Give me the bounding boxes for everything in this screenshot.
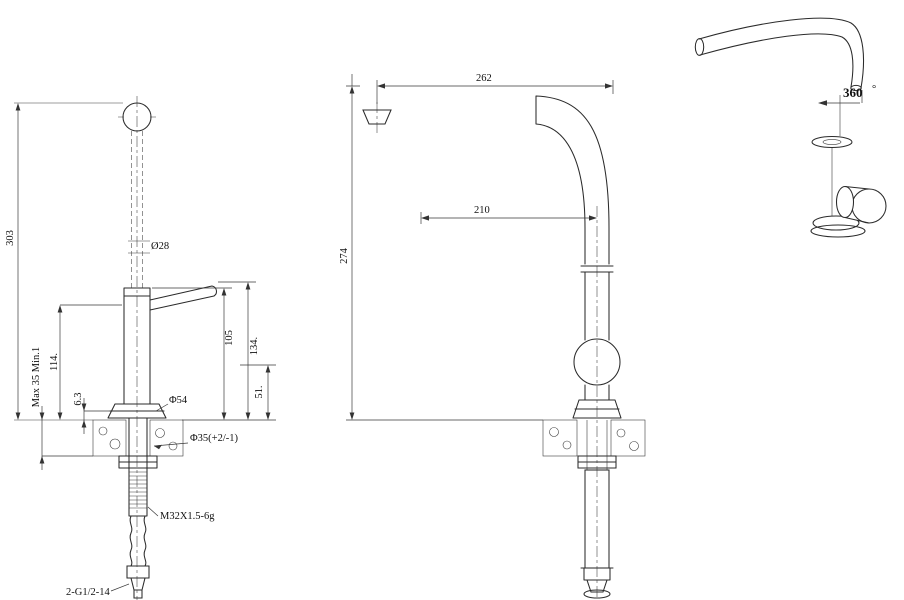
- spout-side: [535, 95, 614, 273]
- dim-114: 114.: [49, 353, 60, 371]
- iso-base-top: [812, 215, 860, 231]
- iso-view: 360 °: [694, 17, 887, 238]
- dim-shank-thread: M32X1.5-6g: [160, 511, 215, 522]
- dim-105: 105: [224, 330, 235, 346]
- hose-end-fitting: [583, 589, 611, 599]
- deck-hatch-left: [92, 419, 127, 457]
- base-flange: [107, 403, 167, 419]
- degree-symbol: °: [872, 84, 876, 95]
- iso-base-bottom: [810, 224, 866, 238]
- aerator-tip: [362, 102, 392, 136]
- shank-and-hose-side: [580, 420, 614, 599]
- shank-and-hose-front: [126, 417, 150, 599]
- handle-knob-side: [573, 338, 621, 386]
- faucet-body-side: [572, 271, 622, 419]
- dim-262: 262: [476, 73, 492, 84]
- dim-spout-dia: Ø28: [151, 241, 169, 252]
- front-view: 303 Ø28 114. Max 35 Min.1 6.3 105 134. 5…: [5, 96, 276, 600]
- dim-inlet-thread: 2-G1/2-14: [66, 587, 110, 598]
- dim-hole-dia: Φ35(+2/-1): [190, 433, 239, 444]
- iso-swivel-dimension: 360 °: [818, 84, 876, 106]
- mounting-nut-side: [577, 455, 617, 469]
- dim-base-dia: Φ54: [169, 395, 188, 406]
- front-construction-lines: [14, 102, 156, 421]
- mounting-nut-front: [118, 455, 158, 469]
- iso-handle-face: [851, 188, 887, 224]
- dim-360: 360: [843, 85, 863, 100]
- dim-134: 134.: [249, 337, 260, 355]
- iso-flange: [811, 135, 853, 149]
- faucet-body-front: [107, 285, 217, 419]
- dim-274: 274: [339, 247, 350, 264]
- iso-handle-hub: [835, 185, 855, 219]
- dim-deck-range: Max 35 Min.1: [31, 347, 42, 407]
- deck-hatch-left-side: [542, 419, 578, 457]
- deck-section-side: [542, 419, 646, 469]
- iso-lower-assembly: [810, 95, 887, 238]
- supply-hose: [129, 515, 147, 567]
- shank-threads: [129, 471, 147, 509]
- dim-51: 51.: [254, 385, 265, 398]
- deck-section-front: [92, 419, 184, 469]
- deck-hatch-right-side: [610, 419, 646, 457]
- dim-overall-height: 303: [5, 230, 16, 246]
- front-dimensions: 303 Ø28 114. Max 35 Min.1 6.3 105 134. 5…: [5, 103, 276, 598]
- iso-outlet: [850, 84, 862, 92]
- deck-hatch-right: [149, 419, 184, 457]
- dim-210: 210: [474, 205, 490, 216]
- handle-lever: [149, 285, 217, 311]
- side-view: 274 262 210: [339, 73, 646, 600]
- iso-spout-tube: [694, 17, 865, 92]
- side-dimensions: 274 262 210: [339, 73, 614, 421]
- dim-6-3: 6.3: [73, 392, 84, 405]
- hose-fitting: [126, 565, 150, 599]
